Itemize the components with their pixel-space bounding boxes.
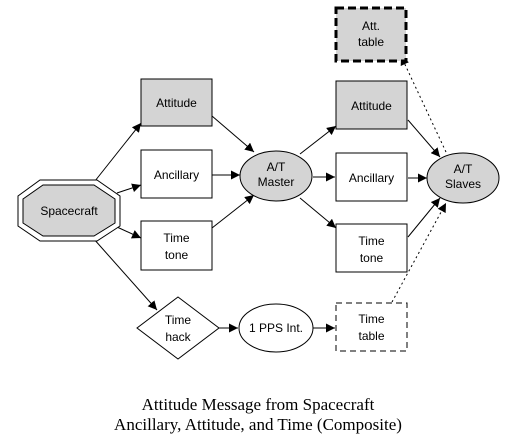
pps-int-label: 1 PPS Int. (249, 321, 303, 335)
time-tone-left-label-1: Time (163, 231, 190, 245)
node-attitude-left: Attitude (140, 78, 213, 127)
time-tone-right-label-1: Time (358, 234, 385, 248)
attitude-right-label: Attitude (351, 99, 392, 113)
edge-time-tone-right-slaves (407, 197, 441, 238)
edge-time-table-slaves (391, 202, 447, 303)
att-table-label-2: table (358, 35, 384, 49)
edge-spacecraft-attitude (90, 122, 142, 187)
at-master-label-2: Master (258, 175, 295, 189)
edge-attitude-master (211, 115, 255, 153)
node-time-hack: Time hack (136, 296, 220, 360)
edge-master-attitude-right (299, 125, 337, 155)
edge-spacecraft-time-hack (92, 237, 158, 311)
time-tone-left-label-2: tone (165, 248, 189, 262)
node-attitude-right: Attitude (335, 80, 408, 130)
at-slaves-label-1: A/T (454, 162, 473, 176)
time-tone-right-label-2: tone (360, 251, 384, 265)
node-time-tone-left: Time tone (140, 220, 213, 271)
edges (90, 55, 447, 333)
edge-master-time-tone-right (299, 197, 337, 229)
att-table-label-1: Att. (362, 19, 380, 33)
spacecraft-label: Spacecraft (40, 204, 98, 218)
attitude-left-label: Attitude (156, 96, 197, 110)
node-att-table: Att. table (334, 6, 408, 63)
edge-spacecraft-ancillary (116, 183, 142, 194)
node-spacecraft: Spacecraft (17, 179, 121, 242)
edge-attitude-right-slaves (407, 119, 441, 158)
time-hack-label-2: hack (165, 330, 191, 344)
at-master-label-1: A/T (267, 160, 286, 174)
node-time-tone-right: Time tone (335, 223, 408, 273)
edge-time-tone-master (211, 194, 255, 229)
caption-line-1: Attitude Message from Spacecraft (141, 395, 375, 414)
time-hack-label-1: Time (165, 313, 192, 327)
ancillary-right-label: Ancillary (349, 171, 394, 185)
time-table-label-1: Time (358, 312, 385, 326)
caption-line-2: Ancillary, Attitude, and Time (Composite… (114, 415, 402, 434)
edge-spacecraft-time-tone (116, 226, 142, 239)
node-pps-int: 1 PPS Int. (238, 303, 314, 353)
ancillary-left-label: Ancillary (154, 168, 199, 182)
time-table-label-2: table (358, 329, 384, 343)
node-at-master: A/T Master (239, 150, 313, 202)
node-time-table: Time table (335, 302, 408, 352)
node-ancillary-left: Ancillary (140, 149, 213, 199)
at-slaves-label-2: Slaves (445, 177, 481, 191)
node-ancillary-right: Ancillary (335, 152, 408, 202)
node-at-slaves: A/T Slaves (426, 152, 500, 204)
